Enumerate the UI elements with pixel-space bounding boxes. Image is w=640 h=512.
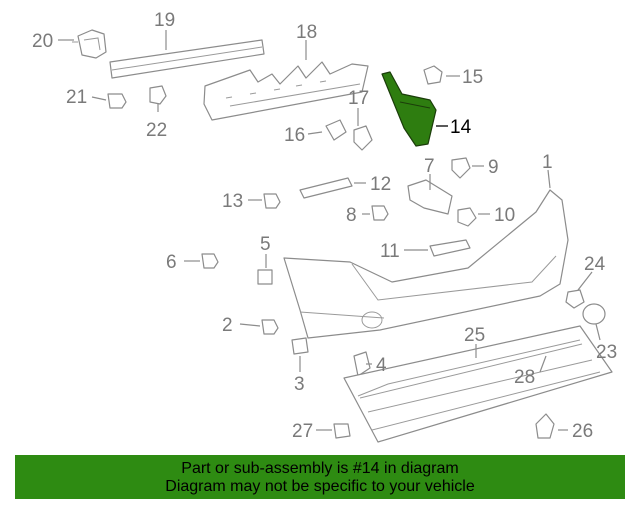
callout-13: 13: [222, 191, 243, 212]
part-20: [72, 29, 107, 59]
part-11: [429, 239, 471, 257]
part-27: [333, 423, 351, 439]
info-banner: Part or sub-assembly is #14 in diagram D…: [15, 455, 625, 499]
banner-line-2: Diagram may not be specific to your vehi…: [165, 478, 475, 495]
callout-28: 28: [514, 367, 535, 388]
callout-22: 22: [146, 120, 167, 141]
callout-26: 26: [572, 421, 593, 442]
callout-24: 24: [584, 254, 606, 275]
callout-27: 27: [292, 421, 313, 442]
part-23: [582, 303, 606, 325]
part-25: [343, 325, 613, 443]
callout-18: 18: [296, 22, 317, 43]
part-6: [201, 253, 219, 269]
leader-lines: [58, 30, 601, 431]
banner-line-1: Part or sub-assembly is #14 in diagram: [181, 460, 459, 477]
part-3: [291, 337, 309, 355]
part-15: [423, 65, 443, 85]
part-2: [261, 319, 279, 335]
part-19: [109, 39, 265, 79]
part-4: [353, 351, 371, 377]
part-1: [283, 189, 569, 339]
part-16: [325, 119, 347, 141]
callout-9: 9: [488, 157, 499, 178]
callout-21: 21: [66, 87, 87, 108]
part-13: [263, 193, 281, 209]
callout-5: 5: [260, 234, 271, 255]
callout-16: 16: [284, 125, 305, 146]
part-22: [149, 85, 167, 105]
part-18: [203, 61, 369, 121]
callout-6: 6: [166, 252, 177, 273]
part-10: [457, 207, 477, 227]
callout-11: 11: [380, 241, 400, 262]
callout-3: 3: [294, 374, 305, 395]
callout-1: 1: [542, 152, 553, 173]
callout-2: 2: [222, 315, 233, 336]
part-14: [381, 71, 437, 147]
part-24: [565, 289, 585, 309]
callout-19: 19: [154, 10, 175, 31]
part-5: [257, 269, 273, 285]
callout-7: 7: [424, 156, 435, 177]
callout-8: 8: [346, 205, 357, 226]
callout-12: 12: [370, 174, 391, 195]
callout-4: 4: [376, 355, 387, 376]
part-7: [407, 179, 453, 215]
callout-14: 14: [450, 117, 472, 138]
part-8: [371, 205, 389, 221]
callout-20: 20: [32, 31, 53, 52]
part-21: [107, 93, 127, 109]
parts-diagram: 19 20 18 21 22 15 14 16 17 12 13 9 7 8 1…: [32, 10, 617, 443]
callout-25: 25: [464, 325, 485, 346]
part-17: [353, 125, 373, 151]
part-12: [299, 177, 353, 199]
part-28: [357, 339, 581, 397]
part-26: [535, 413, 555, 439]
callout-15: 15: [462, 67, 483, 88]
callout-labels: 19 20 18 21 22 15 14 16 17 12 13 9 7 8 1…: [32, 10, 617, 442]
callout-23: 23: [596, 342, 617, 363]
callout-10: 10: [494, 205, 515, 226]
callout-17: 17: [348, 88, 369, 109]
part-9: [451, 157, 471, 179]
